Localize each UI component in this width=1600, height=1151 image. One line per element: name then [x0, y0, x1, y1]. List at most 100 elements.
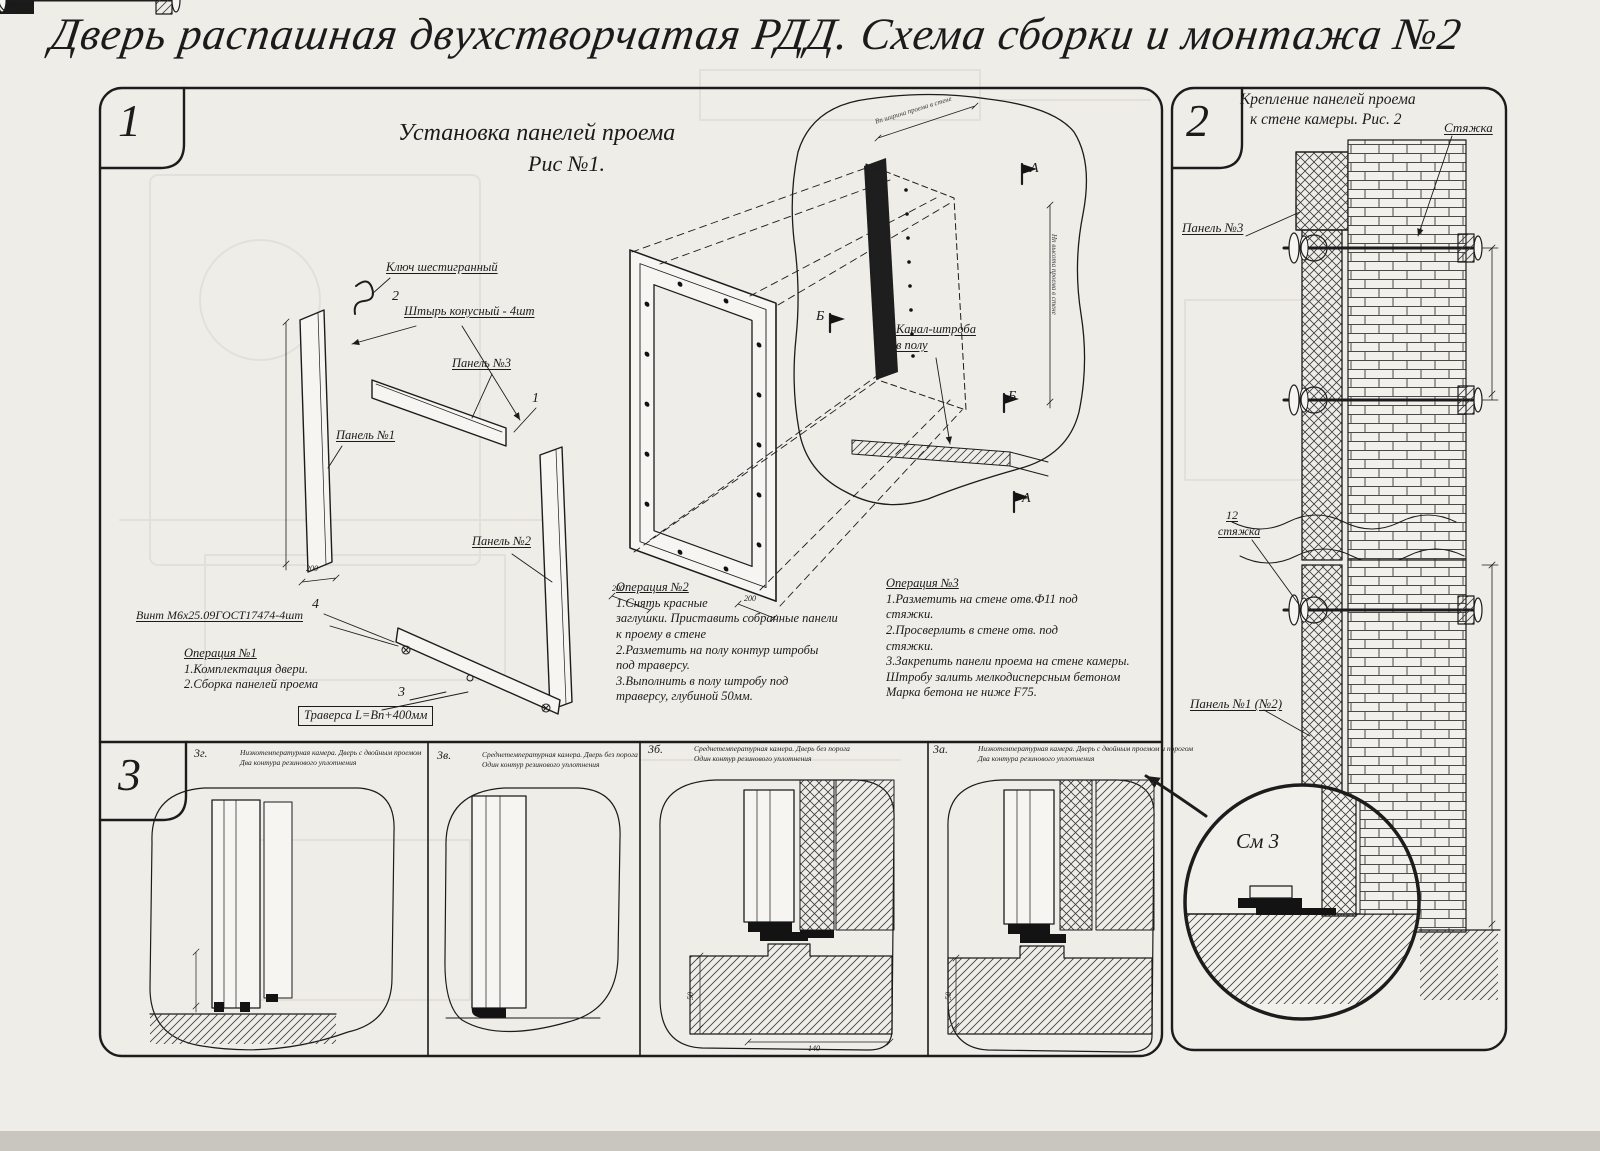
callout-4: 4 [312, 597, 319, 612]
panel1-label: Панель №1 [336, 428, 396, 442]
op2-line: 3.Выполнить в полу штробу под [616, 673, 789, 688]
operation-2-block: Операция №2 1.Снять красные заглушки. Пр… [616, 580, 838, 705]
op3-title: Операция №3 [886, 576, 959, 590]
channel-label-line1: Канал-штроба [896, 322, 976, 336]
detail-3g-caption: Низкотемпературная камера. Дверь с двойн… [240, 748, 421, 768]
section-2-number: 2 [1186, 95, 1209, 146]
pos12-number: 12 [1226, 508, 1238, 522]
op2-line: заглушки. Приставить собранные панели [616, 611, 838, 626]
detail-3v [444, 787, 621, 1033]
panel-top-block [1295, 151, 1349, 231]
panel12-label: Панель №1 (№2) [1190, 696, 1283, 711]
screw-label: Винт М6х25.09ГОСТ17474-4шт [136, 608, 304, 622]
detail-3b [659, 779, 895, 1051]
floor-right [1420, 930, 1498, 1000]
anchor-holes [904, 188, 915, 358]
dim-140-3b: 140 [808, 1044, 820, 1053]
section-marks [828, 162, 1037, 514]
panel-borders [98, 86, 1508, 1058]
caption-line: Низкотемпературная камера. Дверь с двойн… [240, 748, 422, 757]
opening-edge-strip [864, 158, 898, 380]
panel3-label: Панель №3 [452, 356, 512, 370]
detail-circle-outline [1183, 783, 1421, 1021]
traverse-label: Траверса L=Bn+400мм [298, 706, 434, 726]
detail-3a-caption: Низкотемпературная камера. Дверь с двойн… [978, 744, 1193, 764]
frame-dimensions [608, 592, 778, 622]
section3-details [149, 779, 1155, 1053]
section2-title-line2: к стене камеры. Рис. 2 [1250, 111, 1402, 128]
section2-drawing [0, 0, 1501, 1021]
tie-rod [0, 0, 181, 15]
projection-dashes [631, 167, 963, 607]
dim-50-3a: 50 [944, 992, 953, 1000]
wall-dimensions [874, 102, 1054, 409]
section2-leaders [1245, 135, 1453, 737]
wall-drawing [791, 93, 1088, 514]
operation-3-block: Операция №3 1.Разметить на стене отв.Ф11… [886, 576, 1130, 701]
op3-line: Штробу залить мелкодисперсным бетоном [886, 669, 1121, 684]
op1-title: Операция №1 [184, 646, 257, 660]
callout-2: 2 [392, 289, 399, 304]
section-mark-a-bottom: А [1022, 491, 1031, 506]
caption-line: Один контур резинового уплотнения [482, 760, 600, 770]
detail-3g [149, 787, 395, 1051]
assembled-frame-drawing [608, 249, 778, 622]
op3-line: 2.Просверлить в стене отв. под [886, 622, 1058, 637]
panel2-label: Панель №2 [472, 534, 532, 548]
see3-arrow [1144, 774, 1208, 818]
section1-title: Установка панелей проема [398, 120, 676, 146]
caption-line: Два контура резинового уплотнения [978, 754, 1095, 764]
section2-panel3-label: Панель №3 [1182, 220, 1244, 235]
break-wave-1 [1231, 514, 1457, 530]
section-mark-a-top: А [1030, 161, 1039, 176]
caption-line: Среднетемпературная камера. Дверь без по… [694, 744, 850, 753]
break-wave-2 [1239, 548, 1465, 564]
brick-wall-upper [1347, 139, 1467, 561]
callout-1: 1 [532, 391, 539, 406]
see3-label: См 3 [1236, 829, 1280, 853]
caption-line: Один контур резинового уплотнения [694, 754, 812, 764]
detail-3a-tag: 3а. [933, 742, 948, 756]
op1-line: 1.Комплектация двери. [184, 661, 308, 676]
op2-line: 2.Разметить на полу контур штробы [616, 642, 819, 657]
pin-label: Штырь конусный - 4шт [404, 304, 535, 318]
caption-line: Два контура резинового уплотнения [240, 758, 357, 768]
op2-line: к проему в стене [616, 626, 707, 641]
section-1-number: 1 [118, 95, 141, 146]
section-3-number: 3 [118, 749, 141, 800]
hex-key-label: Ключ шестигранный [386, 260, 498, 274]
panel-strip-upper [1301, 229, 1343, 561]
operation-1-block: Операция №1 1.Комплектация двери. 2.Сбор… [184, 646, 318, 693]
page-title: Дверь распашная двухстворчатая РДД. Схем… [47, 9, 1466, 59]
dim-200-frame-left: 200 [612, 584, 624, 593]
panel2-shape [539, 446, 573, 711]
detail-3g-tag: 3г. [194, 746, 208, 760]
op2-line: 1.Снять красные [616, 595, 708, 610]
hex-key-icon [353, 280, 374, 315]
section1-subtitle: Рис №1. [528, 151, 605, 176]
dim-200-panel1: 200 [306, 564, 318, 573]
op2-title: Операция №2 [616, 580, 689, 594]
dim-50-3b: 50 [686, 992, 695, 1000]
callout-3: 3 [398, 685, 405, 700]
section-mark-b-left: Б [816, 309, 825, 324]
op3-line: 3.Закрепить панели проема на стене камер… [886, 654, 1130, 669]
section2-dimensions [1481, 244, 1499, 931]
detail-3a [947, 779, 1155, 1053]
tie-label: Стяжка [1444, 120, 1493, 135]
op3-line: 1.Разметить на стене отв.Ф11 под [886, 591, 1078, 606]
detail-3v-tag: 3в. [437, 748, 452, 762]
op3-line: стяжки. [886, 607, 934, 622]
dim-note-height: Нп высота проема в стене [1050, 234, 1058, 315]
section2-title-line1: Крепление панелей проема [1240, 91, 1416, 108]
op3-line: Марка бетона не ниже F75. [886, 685, 1037, 700]
channel-label-line2: в полу [896, 338, 928, 352]
exploded-leaders [323, 277, 553, 711]
detail-3v-caption: Среднетемпературная камера. Дверь без по… [482, 750, 638, 770]
traverse-screws [401, 645, 551, 713]
caption-line: Среднетемпературная камера. Дверь без по… [482, 750, 638, 759]
exploded-dimensions [282, 318, 340, 586]
